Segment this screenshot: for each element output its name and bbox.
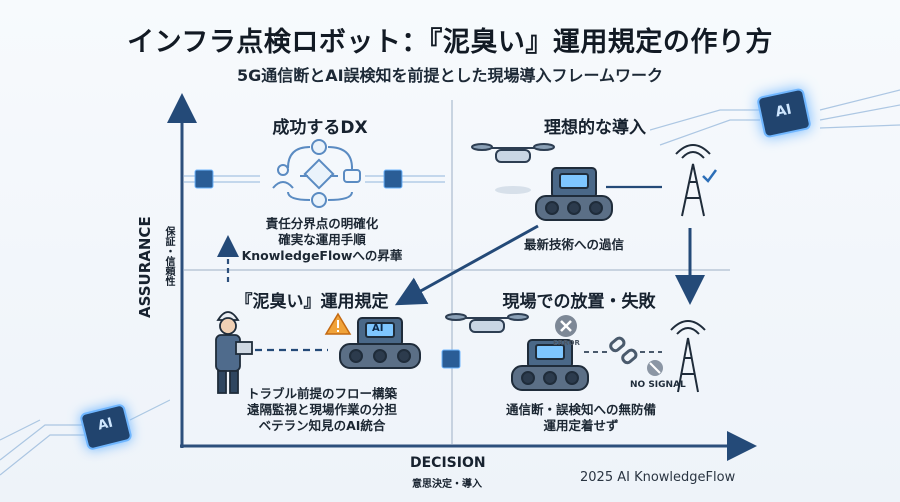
no-signal-label: NO SIGNAL [630,380,686,390]
quadrant-caption-top-right: 最新技術への過信 [523,237,624,252]
quadrant-line: 確実な運用手順 [278,232,366,247]
warning-icon [324,312,352,335]
circuit-decor-top-right [650,89,900,146]
quadrant-title-top-right: 理想的な導入 [544,118,646,138]
broken-link-icon [609,336,638,365]
quadrant-title-bottom-right: 現場での放置・失敗 [502,292,656,312]
robot-icon [339,317,421,369]
quadrant-title-top-left: 成功するDX [272,118,368,138]
footer-credit: 2025 AI KnowledgeFlow [580,470,736,485]
x-axis-sublabel: 意思決定・導入 [412,479,482,490]
quadrant-line: 運用定着せず [543,418,619,433]
robot-ai-label: AI [372,323,384,334]
diagonal-arrow [394,224,539,306]
error-badge-label: ERROR [553,339,580,347]
quadrant-line: 遠隔監視と現場作業の分担 [246,402,397,417]
quadrant-text-bottom-left: トラブル前提のフロー構築 遠隔監視と現場作業の分担 ベテラン知見のAI統合 [222,386,422,434]
robot-icon [535,167,613,221]
cell-tower-icon [670,320,706,393]
cell-tower-icon [675,144,718,217]
drone-icon [445,313,529,333]
quadrant-line: トラブル前提のフロー構築 [246,386,397,401]
quadrant-line: ベテラン知見のAI統合 [258,418,386,433]
quadrant-text-bottom-right: 通信断・誤検知への無防備 運用定着せず [496,402,666,434]
quadrant-title-bottom-left: 『泥臭い』運用規定 [235,292,389,312]
page-title: インフラ点検ロボット：『泥臭い』運用規定の作り方 [127,27,773,58]
no-signal-icon [647,360,663,376]
quadrant-text-top-left: 責任分界点の明確化 確実な運用手順 KnowledgeFlowへの昇華 [222,216,422,264]
page-subtitle: 5G通信断とAI誤検知を前提とした現場導入フレームワーク [236,66,664,85]
y-axis-label: ASSURANCE [136,216,154,318]
quadrant-line: 通信断・誤検知への無防備 [505,402,656,417]
responsibility-flow-icon [272,139,361,208]
robot-icon [511,339,589,391]
error-badge-icon [555,315,577,337]
y-axis-sublabel: 保証・信頼性 [163,226,174,286]
engineer-icon [215,311,253,394]
chip-icon [194,169,461,369]
quadrant-line: KnowledgeFlowへの昇華 [241,248,403,263]
quadrant-line: 責任分界点の明確化 [265,216,379,231]
x-axis-label: DECISION [410,455,486,471]
drone-icon [471,143,555,194]
